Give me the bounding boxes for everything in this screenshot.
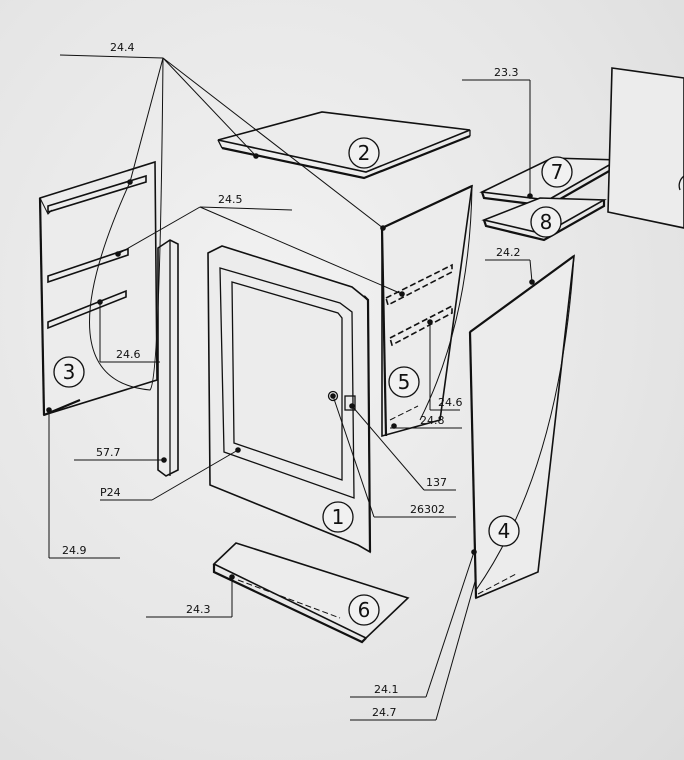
- svg-text:3: 3: [63, 360, 76, 384]
- ref-24-3: 24.3: [186, 603, 211, 616]
- ref-26302: 26302: [410, 503, 445, 516]
- ref-137: 137: [426, 476, 447, 489]
- ref-p24: P24: [100, 486, 121, 499]
- part-number-2: 2: [348, 137, 380, 169]
- part-back-panel: [468, 254, 576, 600]
- ref-24-2: 24.2: [496, 246, 521, 259]
- svg-text:8: 8: [540, 210, 553, 234]
- ref-57-7: 57.7: [96, 446, 121, 459]
- reference-labels: 24.4 23.3 24.5 24.2 24.6 24.6 24.8 57.7 …: [62, 41, 521, 719]
- ref-24-9: 24.9: [62, 544, 87, 557]
- ref-23-3: 23.3: [494, 66, 519, 79]
- part-door: [207, 245, 372, 554]
- leader-lines: [48, 54, 575, 721]
- part-number-7: 7: [541, 156, 573, 188]
- part-number-circles: 1 2 3 4 5 6 7 8: [53, 137, 573, 626]
- part-bottom-panel: [212, 542, 410, 644]
- part-left-side-panel: [38, 160, 158, 417]
- part-number-5: 5: [388, 366, 420, 398]
- ref-24-4: 24.4: [110, 41, 135, 54]
- ref-24-6-left: 24.6: [116, 348, 141, 361]
- ref-24-7: 24.7: [372, 706, 397, 719]
- svg-text:7: 7: [551, 160, 564, 184]
- ref-24-8: 24.8: [420, 414, 445, 427]
- svg-text:4: 4: [498, 519, 511, 543]
- ref-24-6-right: 24.6: [438, 396, 463, 409]
- svg-text:1: 1: [332, 505, 345, 529]
- part-number-8: 8: [530, 206, 562, 238]
- svg-text:5: 5: [398, 370, 411, 394]
- leader-dots: [46, 153, 535, 580]
- part-number-6: 6: [348, 594, 380, 626]
- part-top-panel: [217, 111, 471, 180]
- ref-24-1: 24.1: [374, 683, 399, 696]
- svg-text:6: 6: [358, 598, 371, 622]
- part-vertical-rail: [157, 239, 179, 477]
- part-back-wall-partial: [607, 67, 684, 229]
- part-number-3: 3: [53, 356, 85, 388]
- svg-text:2: 2: [358, 141, 371, 165]
- part-number-1: 1: [322, 501, 354, 533]
- ref-24-5: 24.5: [218, 193, 243, 206]
- part-number-4: 4: [488, 515, 520, 547]
